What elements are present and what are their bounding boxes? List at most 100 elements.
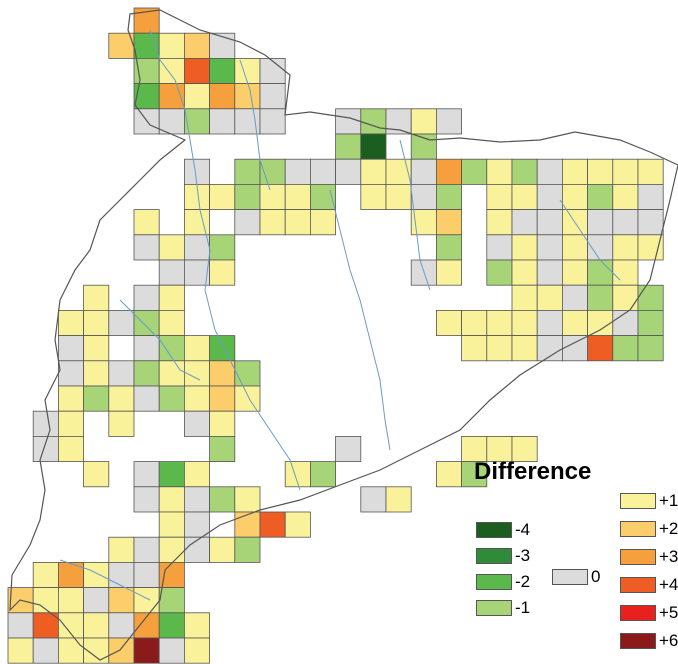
grid-cell: [83, 360, 110, 387]
grid-cell: [486, 335, 513, 362]
grid-cell: [536, 158, 563, 185]
legend-swatch: [620, 521, 656, 537]
grid-cell: [133, 58, 160, 85]
grid-cell: [562, 309, 589, 336]
grid-cell: [209, 486, 236, 513]
grid-cell: [562, 158, 589, 185]
legend-item: -1: [476, 598, 530, 618]
grid-cell: [158, 536, 185, 563]
region-outline: [9, 9, 678, 661]
grid-cell: [511, 234, 538, 261]
grid-cell: [83, 562, 110, 589]
grid-cell: [183, 511, 210, 538]
grid-cell: [612, 183, 639, 210]
legend-item: +1: [620, 491, 678, 511]
legend-item: -4: [476, 520, 530, 540]
grid-cell: [158, 486, 185, 513]
grid-cell: [234, 183, 261, 210]
grid-cell: [158, 385, 185, 412]
legend-swatch: [620, 605, 656, 621]
legend-label: -1: [515, 598, 531, 617]
grid-cell: [360, 486, 387, 513]
grid-cell: [410, 108, 437, 135]
grid-cell: [587, 309, 614, 336]
grid-cell: [259, 58, 286, 85]
grid-cell: [309, 461, 336, 488]
grid-cell: [234, 511, 261, 538]
grid-cell: [562, 259, 589, 286]
grid-cell: [360, 133, 387, 160]
grid-cell: [133, 335, 160, 362]
grid-cell: [536, 309, 563, 336]
grid-cell: [562, 284, 589, 311]
grid-cell: [183, 83, 210, 110]
grid-cell: [536, 209, 563, 236]
grid-cell: [158, 562, 185, 589]
grid-cell: [637, 284, 664, 311]
grid-cell: [83, 385, 110, 412]
grid-cell: [587, 183, 614, 210]
grid-cell: [511, 158, 538, 185]
grid-cell: [612, 284, 639, 311]
legend-swatch: [476, 600, 512, 616]
grid-cell: [158, 461, 185, 488]
grid-cell: [259, 108, 286, 135]
legend-label: +4: [659, 575, 678, 594]
grid-cell: [133, 486, 160, 513]
grid-cell: [486, 234, 513, 261]
grid-cell: [335, 435, 362, 462]
grid-cell: [385, 486, 412, 513]
grid-cell: [435, 461, 462, 488]
grid-cell: [158, 284, 185, 311]
grid-cell: [209, 536, 236, 563]
grid-cell: [58, 435, 85, 462]
grid-cell: [83, 461, 110, 488]
grid-cell: [108, 309, 135, 336]
grid-cell: [183, 486, 210, 513]
grid-cell: [511, 435, 538, 462]
grid-cell: [587, 259, 614, 286]
grid-cell: [461, 309, 488, 336]
legend-swatch: [476, 574, 512, 590]
grid-cell: [309, 209, 336, 236]
grid-cell: [511, 209, 538, 236]
grid-cell: [83, 284, 110, 311]
grid-cell: [133, 637, 160, 664]
grid-cell: [637, 158, 664, 185]
grid-cell: [410, 183, 437, 210]
grid-cell: [259, 83, 286, 110]
legend-title: Difference: [474, 458, 592, 485]
grid-cell: [209, 259, 236, 286]
legend-label: 0: [591, 567, 601, 586]
legend-item: -2: [476, 572, 530, 592]
grid-cell: [7, 637, 34, 664]
grid-cell: [183, 612, 210, 639]
grid-cell: [486, 183, 513, 210]
grid-cell: [536, 335, 563, 362]
grid-cell: [435, 108, 462, 135]
grid-cell: [183, 461, 210, 488]
legend-label: -2: [515, 572, 531, 591]
grid-cell: [234, 209, 261, 236]
grid-cell: [562, 335, 589, 362]
grid-cell: [108, 32, 135, 59]
grid-cell: [587, 209, 614, 236]
legend-label: +5: [659, 603, 678, 622]
grid-cell: [536, 259, 563, 286]
grid-cell: [32, 587, 59, 614]
grid-cell: [309, 158, 336, 185]
grid-cell: [133, 234, 160, 261]
legend-label: -3: [515, 546, 531, 565]
grid-cell: [108, 562, 135, 589]
grid-cell: [511, 183, 538, 210]
grid-cell: [335, 158, 362, 185]
grid-cell: [32, 410, 59, 437]
grid-cell: [158, 309, 185, 336]
grid-cell: [486, 309, 513, 336]
grid-cell: [32, 637, 59, 664]
grid-cell: [209, 234, 236, 261]
grid-cell: [360, 158, 387, 185]
grid-cell: [58, 637, 85, 664]
grid-cell: [536, 234, 563, 261]
grid-cell: [486, 259, 513, 286]
